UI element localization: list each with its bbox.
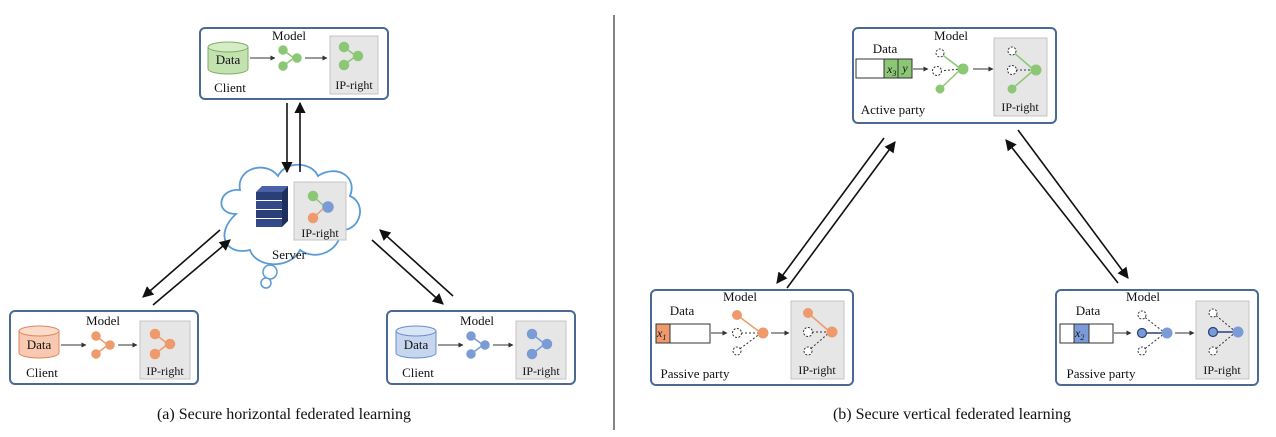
model-label: Model <box>86 313 120 328</box>
passive-party-right-box: Data x2 Model <box>1055 289 1259 386</box>
arrow-to-left-client <box>142 229 221 298</box>
model-icon <box>278 45 302 71</box>
ip-right-label: IP-right <box>146 364 184 378</box>
data-label: Data <box>27 337 52 352</box>
ip-right-label: IP-right <box>1001 100 1039 114</box>
party-label: Passive party <box>661 366 730 381</box>
arrow-from-left-client <box>152 239 231 306</box>
arrow-to-passive-left <box>776 137 885 284</box>
arrow-from-passive-left <box>786 141 896 289</box>
client-label: Client <box>214 80 246 95</box>
model-label: Model <box>460 313 494 328</box>
data-label: Data <box>670 303 695 318</box>
model-icon <box>1136 310 1173 356</box>
ip-right-label: IP-right <box>522 364 560 378</box>
ip-right-label: IP-right <box>301 226 339 240</box>
label-y: y <box>901 61 908 75</box>
model-label: Model <box>723 289 757 304</box>
model-icon <box>1207 308 1244 356</box>
caption-b: (b) Secure vertical federated learning <box>833 406 1071 423</box>
ip-right-box <box>515 320 567 380</box>
data-label: Data <box>1076 303 1101 318</box>
arrow-to-passive-right <box>1017 129 1129 279</box>
model-icon <box>338 41 364 71</box>
left-client-box: Data Model IP-right Client <box>9 310 199 385</box>
database-icon <box>18 325 60 359</box>
model-icon <box>932 48 969 94</box>
model-icon <box>466 331 490 359</box>
party-label: Active party <box>861 102 926 117</box>
model-icon <box>526 328 553 360</box>
ip-right-label: IP-right <box>798 363 836 377</box>
ip-right-box <box>790 300 845 380</box>
ip-right-label: IP-right <box>1203 363 1241 377</box>
data-label: Data <box>216 52 241 67</box>
party-label: Passive party <box>1067 366 1136 381</box>
model-label: Model <box>1126 289 1160 304</box>
feature-label: x3 <box>886 62 896 78</box>
ip-right-box <box>1195 300 1250 380</box>
model-icon <box>732 310 769 356</box>
panel-a: Data Model IP-right Client <box>9 27 576 423</box>
feature-label: x1 <box>656 326 666 342</box>
model-icon <box>91 331 115 359</box>
ip-right-box <box>139 320 191 380</box>
server-label: Server <box>272 247 307 262</box>
database-icon <box>395 325 437 359</box>
ip-right-box <box>993 37 1048 117</box>
model-label: Model <box>272 28 306 43</box>
data-label: Data <box>404 337 429 352</box>
active-party-box: Data x3 y Model <box>852 27 1057 124</box>
model-label: Model <box>934 28 968 43</box>
arrow-to-active <box>1005 139 1119 284</box>
data-label: Data <box>873 41 898 56</box>
database-icon <box>207 41 249 75</box>
arrow-from-right-client <box>379 229 454 297</box>
client-label: Client <box>402 365 434 380</box>
top-client-box: Data Model IP-right Client <box>199 27 389 100</box>
client-label: Client <box>26 365 58 380</box>
panel-b: Data x3 y Model <box>650 27 1259 423</box>
arrow-to-right-client <box>371 239 444 305</box>
model-icon <box>1007 46 1042 94</box>
caption-a: (a) Secure horizontal federated learning <box>157 406 411 423</box>
model-icon <box>803 308 838 356</box>
model-icon <box>149 328 176 360</box>
server-stack-icon <box>256 186 288 227</box>
ip-right-box <box>329 35 379 95</box>
passive-party-left-box: Data x1 Model <box>650 289 854 386</box>
right-client-box: Data Model IP-right Client <box>386 310 576 385</box>
model-icon <box>307 190 334 224</box>
feature-label: x2 <box>1074 326 1084 342</box>
ip-right-label: IP-right <box>335 78 373 92</box>
